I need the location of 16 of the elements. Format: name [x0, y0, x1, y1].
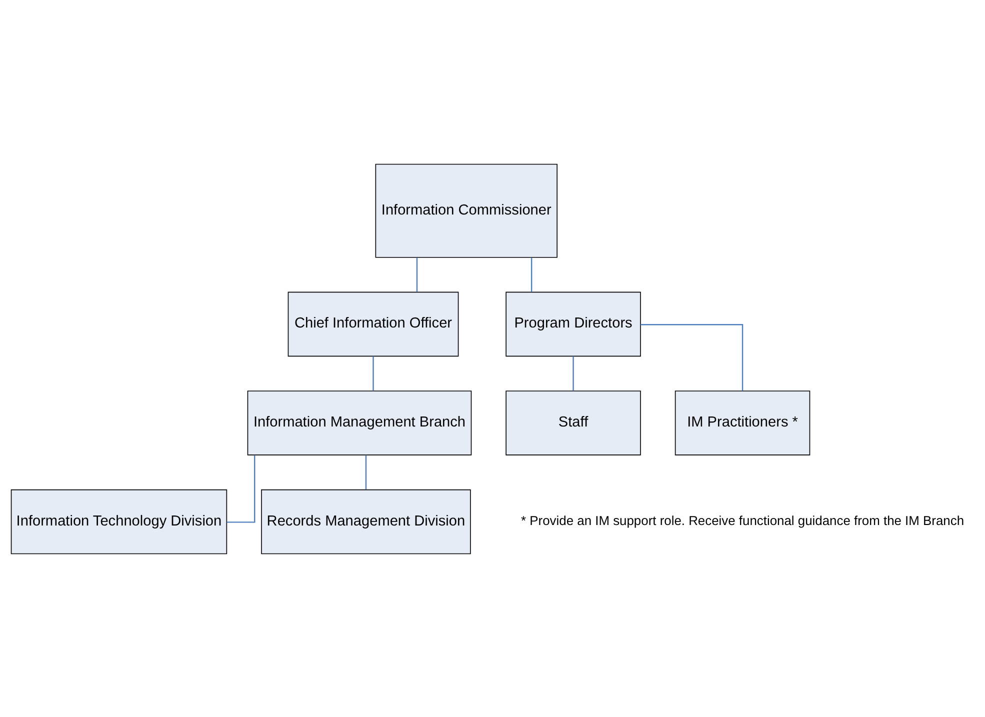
- connector: [226, 454, 256, 522]
- node-box: Information Management Branch: [247, 390, 472, 455]
- node-box: Staff: [506, 390, 641, 455]
- node-box: Information Technology Division: [10, 488, 228, 554]
- connector: [572, 356, 574, 390]
- node-box: IM Practitioners *: [674, 390, 810, 455]
- node-box: Records Management Division: [261, 488, 471, 554]
- connector: [365, 454, 367, 490]
- label: * Provide an IM support role. Receive functional guidance from the IM Branch: [521, 512, 964, 528]
- connector: [372, 356, 374, 390]
- connector: [530, 257, 532, 292]
- connector: [640, 323, 744, 390]
- node-box: Information Commissioner: [375, 163, 558, 258]
- node-box: Chief Information Officer: [288, 291, 459, 356]
- node-box: Program Directors: [506, 291, 641, 356]
- connector: [416, 257, 418, 292]
